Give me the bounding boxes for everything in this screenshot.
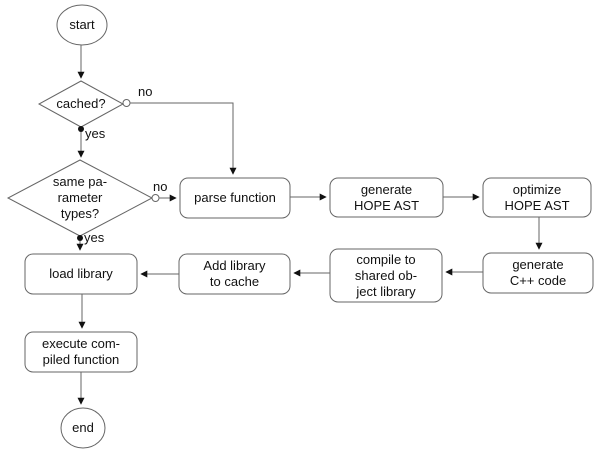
cached-no-connector-circle xyxy=(122,99,131,107)
same-params-yes-connector-dot xyxy=(77,235,83,241)
add-library-to-cache-box xyxy=(178,253,291,295)
same-parameter-types-diamond xyxy=(6,159,154,237)
edge-cached-no-to-parse xyxy=(130,102,237,175)
end-ellipse xyxy=(60,407,106,449)
same-params-no-connector-circle xyxy=(151,194,160,202)
cached-yes-connector-dot xyxy=(78,126,84,132)
optimize-hope-ast-box xyxy=(482,177,592,218)
generate-hope-ast-box xyxy=(329,177,444,218)
parse-function-box xyxy=(179,177,291,219)
load-library-box xyxy=(24,253,138,295)
compile-shared-object-box xyxy=(329,248,443,303)
execute-compiled-function-box xyxy=(24,331,138,373)
generate-cpp-code-box xyxy=(482,252,594,294)
start-ellipse xyxy=(56,4,108,46)
cached-diamond xyxy=(37,80,125,128)
